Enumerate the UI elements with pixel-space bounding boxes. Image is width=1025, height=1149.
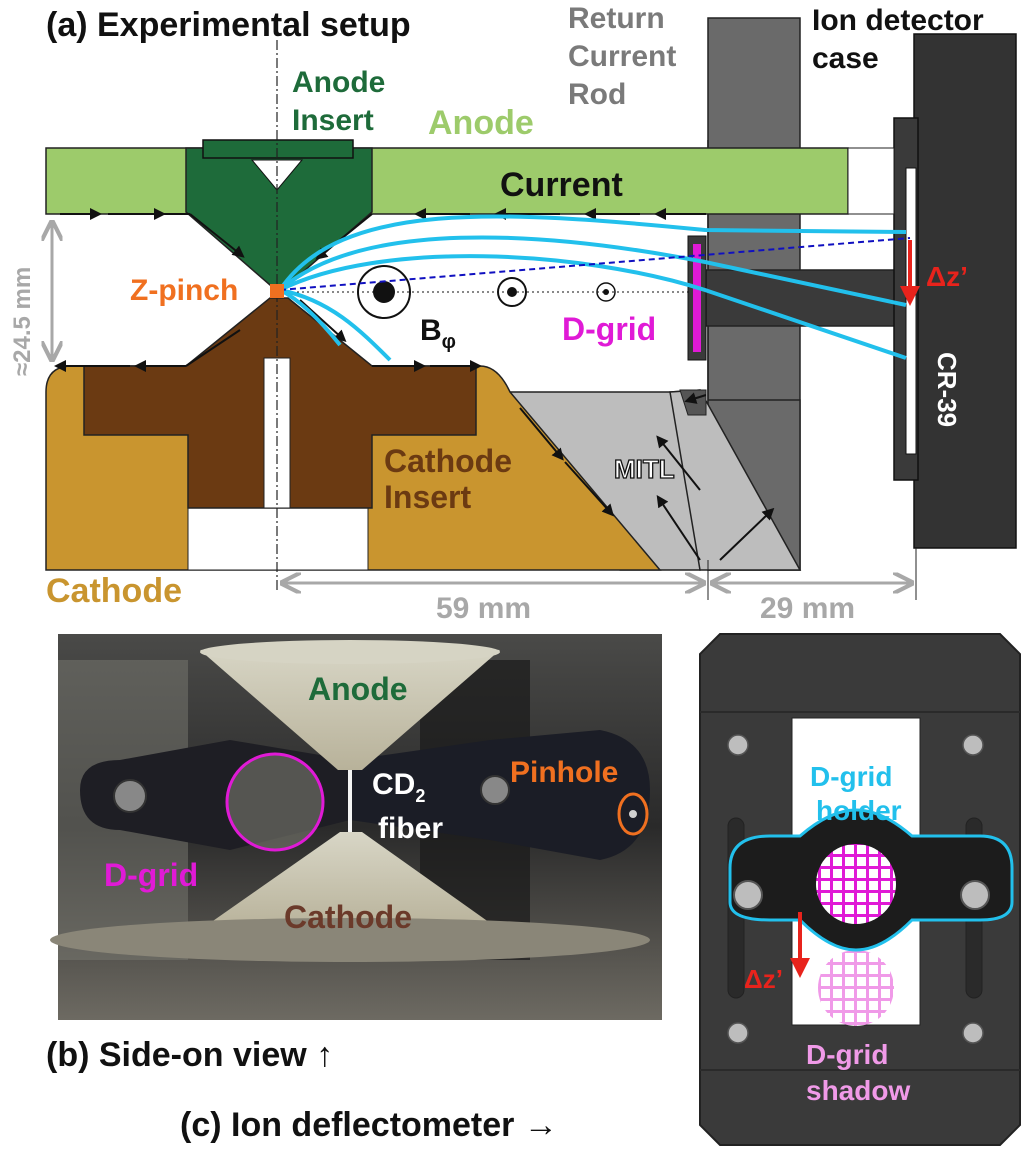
b-field-dot-mid [507,287,517,297]
d-grid-shadow [818,950,894,1026]
photo-anode-label: Anode [308,671,408,707]
current-arrows [54,208,775,561]
z-pinch-label: Z-pinch [130,274,238,307]
photo-screw-left [113,779,147,813]
b-field-dot-large [373,281,395,303]
holder-label-1: D-grid [810,761,892,792]
cr39-label-a: CR-39 [932,352,962,427]
return-rod-label-2: Current [568,40,676,73]
photo-screw-right [480,775,510,805]
d-grid-c [816,844,896,924]
return-rod-label-1: Return [568,2,665,35]
delta-z-label-c: Δz’ [744,964,783,994]
d-grid-a [693,244,701,352]
cathode-label: Cathode [46,572,182,610]
anode [45,147,849,215]
dim-59-label: 59 mm [436,592,531,625]
anode-label: Anode [428,104,534,142]
shadow-label-1: D-grid [806,1039,888,1070]
photo-anode-top [200,640,500,664]
panel-a-title: (a) Experimental setup [46,6,411,44]
b-field-marker-small [596,282,616,302]
return-rod-label-3: Rod [568,78,626,111]
photo-pinhole [629,810,637,818]
photo-cd2-label: CD2 [372,768,425,806]
mitl-label: MITL [614,454,675,484]
straight-line-of-sight [279,237,911,291]
photo-d-grid-label: D-grid [104,857,198,893]
b-field-dot-small [603,289,609,295]
panel-b-caption: (b) Side-on view ↑ [46,1036,333,1074]
delta-z-label-a: Δz’ [926,261,968,292]
photo-base [50,918,650,962]
current-label: Current [500,166,623,204]
z-pinch-marker [270,284,284,298]
panel-b: Anode CD2 fiber Pinhole D-grid Cathode (… [46,634,662,1074]
photo-d-grid-ring [225,752,325,852]
shadow-label-2: shadow [806,1075,910,1106]
photo-cathode-label: Cathode [284,899,412,935]
anode-insert-cap [202,139,354,159]
holder-label-2: holder [816,795,902,826]
photo-cathode-cone [200,832,500,930]
cr39-plate [905,167,917,455]
ion-detector-label-1: Ion detector [812,4,984,37]
gap-label: ≈24.5 mm [9,267,36,376]
holder-screw-left [733,880,763,910]
anode-insert-label-2: Insert [292,104,374,137]
panel-c: CR-39 D-grid holder Δz’ D-grid shadow (c… [180,633,1021,1146]
photo-pinhole-label: Pinhole [510,756,618,789]
anode-gap [847,147,895,215]
cathode-insert-label-2: Insert [384,479,471,515]
photo-d-grid-fill [227,754,323,850]
case-screws [727,734,984,1044]
anode-insert-label-1: Anode [292,66,385,99]
photo-anode-cone [200,645,500,770]
b-phi-label: Bφ [420,314,456,353]
ion-detector-label-2: case [812,42,879,75]
panel-c-caption: (c) Ion deflectometer → [180,1106,558,1144]
dim-29-label: 29 mm [760,592,855,625]
photo-pinhole-ring [617,792,649,836]
cathode-opening [187,507,369,571]
cathode-insert-label-1: Cathode [384,443,512,479]
d-grid-label-a: D-grid [562,311,656,347]
photo-fiber-label: fiber [378,812,443,845]
ion-trajectories [278,214,907,362]
panel-a: (a) Experimental setup [9,2,1017,625]
cr39-label-c: CR-39 [806,721,887,752]
b-field-marker-large [357,265,411,319]
b-field-marker-mid [497,277,527,307]
holder-screw-right [960,880,990,910]
